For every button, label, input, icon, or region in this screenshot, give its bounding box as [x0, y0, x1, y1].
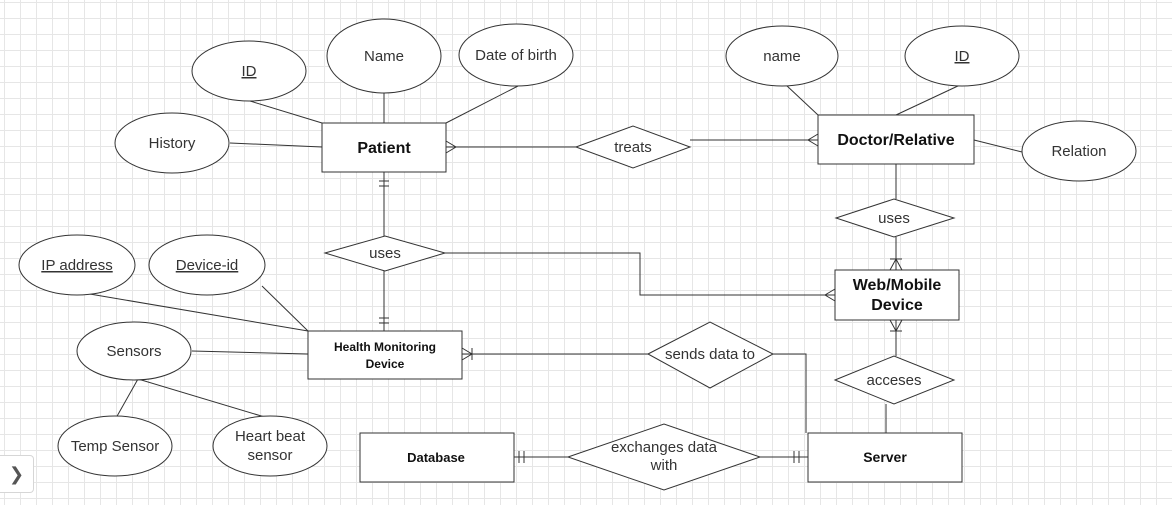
rel-sends-data-to[interactable]: sends data to [646, 321, 775, 389]
attr-doctor-name[interactable]: name [725, 25, 839, 87]
attr-temp-sensor-label: Temp Sensor [71, 438, 159, 455]
link-patient-id [249, 100, 323, 124]
link-health-deviceid [261, 285, 309, 332]
entity-patient-label: Patient [357, 140, 411, 157]
expand-panel-button[interactable]: ❯ [0, 455, 34, 493]
rel-exchanges-data-with[interactable]: exchanges data with [566, 423, 762, 491]
entity-web-mobile-label-line2: Device [871, 297, 923, 314]
attr-temp-sensor[interactable]: Temp Sensor [57, 415, 173, 477]
entity-health-label-line2: Device [366, 357, 405, 371]
attr-patient-id-label: ID [242, 63, 257, 80]
link-doctor-name [785, 84, 819, 116]
attr-doctor-relation-label: Relation [1051, 143, 1106, 160]
link-doctor-id [895, 84, 961, 116]
connectors [77, 84, 1023, 463]
attr-heart-beat-sensor[interactable]: Heart beat sensor [212, 415, 328, 477]
entity-server[interactable]: Server [807, 432, 963, 483]
rel-treats-label: treats [614, 139, 652, 156]
entity-server-label: Server [863, 449, 907, 465]
entity-database[interactable]: Database [359, 432, 515, 483]
attr-patient-name-label: Name [364, 48, 404, 65]
attr-device-id[interactable]: Device-id [148, 234, 266, 296]
rel-uses-doctor-label: uses [878, 210, 910, 227]
entity-patient[interactable]: Patient [321, 122, 447, 173]
rel-uses-patient-label: uses [369, 245, 401, 262]
rel-exchanges-label-line2: with [650, 457, 678, 474]
attr-doctor-id[interactable]: ID [904, 25, 1020, 87]
rel-exchanges-label-line1: exchanges data [611, 439, 718, 456]
link-sensors-heart [137, 378, 269, 419]
entity-database-label: Database [407, 450, 465, 465]
link-sensors-temp [115, 378, 139, 419]
crowfoot-many-web-patient-uses [824, 288, 836, 302]
link-health-ip [77, 291, 309, 332]
attr-patient-id[interactable]: ID [191, 40, 307, 102]
attr-patient-dob-label: Date of birth [475, 47, 557, 64]
attr-doctor-id-label: ID [955, 48, 970, 65]
link-health-sensors [191, 350, 309, 355]
attr-sensors-label: Sensors [106, 343, 161, 360]
entity-web-mobile-label-line1: Web/Mobile [853, 277, 942, 294]
link-sends-server [773, 353, 807, 433]
rel-treats[interactable]: treats [574, 125, 692, 169]
crowfoot-many-doctor-treats [807, 133, 819, 147]
link-patient-dob [445, 85, 519, 124]
attr-ip-address-label: IP address [41, 257, 112, 274]
rel-acceses-label: acceses [866, 372, 921, 389]
attr-heart-label-line1: Heart beat [235, 428, 306, 445]
attr-ip-address[interactable]: IP address [18, 234, 136, 296]
rel-sends-data-to-label: sends data to [665, 346, 755, 363]
attr-doctor-relation[interactable]: Relation [1021, 120, 1137, 182]
rel-uses-doctor[interactable]: uses [834, 198, 956, 238]
link-patient-history [229, 142, 323, 148]
entity-doctor-relative[interactable]: Doctor/Relative [817, 114, 975, 165]
attr-heart-label-line2: sensor [247, 447, 292, 464]
entity-doctor-relative-label: Doctor/Relative [837, 132, 954, 149]
crowfoot-many-patient-treats [445, 140, 457, 154]
attr-patient-dob[interactable]: Date of birth [458, 23, 574, 87]
attr-patient-history[interactable]: History [114, 112, 230, 174]
attr-patient-history-label: History [149, 135, 196, 152]
attr-sensors[interactable]: Sensors [76, 321, 192, 381]
entity-web-mobile-device[interactable]: Web/Mobile Device [834, 269, 960, 321]
attr-patient-name[interactable]: Name [326, 18, 442, 94]
rel-uses-patient[interactable]: uses [323, 235, 447, 272]
entity-health-monitoring-device[interactable]: Health Monitoring Device [307, 330, 463, 380]
entity-health-label-line1: Health Monitoring [334, 340, 436, 354]
rel-acceses[interactable]: acceses [833, 355, 956, 405]
chevron-right-icon: ❯ [8, 463, 25, 485]
link-uses-web-mobile [445, 252, 835, 296]
link-doctor-relation [973, 139, 1023, 153]
attr-doctor-name-label: name [763, 48, 801, 65]
attr-device-id-label: Device-id [176, 257, 239, 274]
